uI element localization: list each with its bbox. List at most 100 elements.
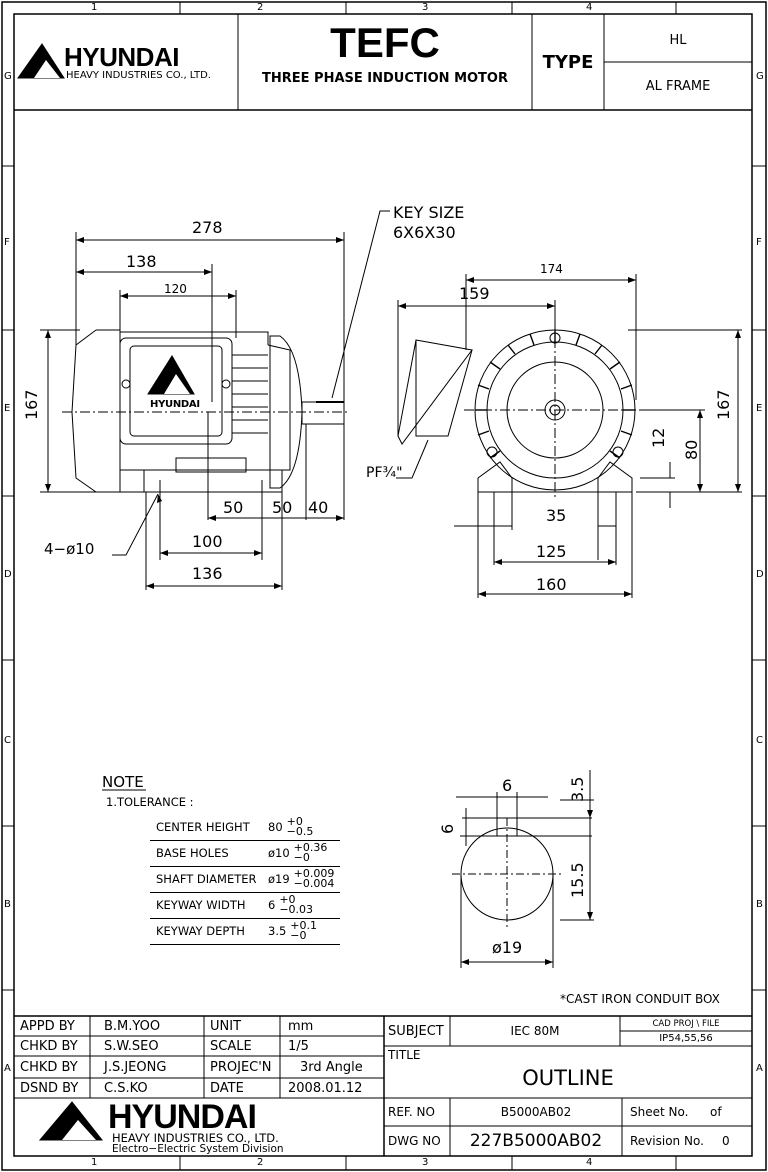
scale-value: 1/5 <box>288 1038 309 1054</box>
title-value: OUTLINE <box>522 1066 614 1090</box>
dim-50-a: 50 <box>223 498 244 517</box>
key-height-dim: 6 <box>438 823 457 834</box>
cad-proj-value: IP54,55,56 <box>659 1033 713 1044</box>
subject-value: IEC 80M <box>510 1024 560 1038</box>
dwg-no-value: 227B5000AB02 <box>469 1131 603 1151</box>
row-label-a-right: A <box>756 1063 763 1074</box>
row-label-c-right: C <box>756 735 763 746</box>
row-label-c: C <box>4 735 11 746</box>
header-brand-sub: HEAVY INDUSTRIES CO., LTD. <box>66 70 211 81</box>
dim-167-front: 167 <box>714 389 733 420</box>
col-label-4: 4 <box>586 2 593 13</box>
tolerance-plus: +0.009 <box>293 867 335 880</box>
cad-proj-label: CAD PROJ \ FILE <box>652 1018 720 1029</box>
row-label-g-right: G <box>756 71 764 82</box>
dim-12: 12 <box>649 427 668 448</box>
dim-136: 136 <box>192 564 223 583</box>
tolerance-minus: −0.5 <box>286 825 314 838</box>
base-holes-label: 4−ø10 <box>44 540 95 558</box>
tolerance-row: SHAFT DIAMETER ø19 +0.009−0.004 <box>150 866 340 893</box>
row-label-e-right: E <box>756 403 763 414</box>
type-value-1: HL <box>669 33 687 48</box>
tolerance-label: KEYWAY WIDTH <box>156 898 246 912</box>
appd-value: B.M.YOO <box>104 1018 161 1034</box>
col-label-1: 1 <box>91 2 98 13</box>
dim-40: 40 <box>308 498 329 517</box>
sheet-no-label: Sheet No. <box>630 1105 689 1119</box>
tolerance-row: BASE HOLES ø10 +0.36−0 <box>150 840 340 867</box>
dim-174: 174 <box>540 262 563 276</box>
dim-35: 35 <box>546 506 567 525</box>
tolerance-plus: +0.36 <box>293 841 328 854</box>
tolerance-row: KEYWAY WIDTH 6 +0−0.03 <box>150 892 340 919</box>
chkd1-label: CHKD BY <box>20 1038 78 1054</box>
key-size-label: KEY SIZE <box>393 203 465 222</box>
dim-167-side: 167 <box>22 389 41 420</box>
shaft-diameter-dim: ø19 <box>492 938 523 957</box>
col-label-2-bottom: 2 <box>257 1157 264 1168</box>
row-label-d-right: D <box>756 569 764 580</box>
tolerance-plus: +0 <box>286 815 303 828</box>
tolerance-minus: −0.004 <box>293 877 335 890</box>
dim-125: 125 <box>536 542 567 561</box>
ref-no-value: B5000AB02 <box>500 1105 572 1119</box>
header-title: TEFC <box>330 19 440 66</box>
title-block-brand-sub: HEAVY INDUSTRIES CO., LTD. <box>112 1131 279 1145</box>
row-label-a: A <box>4 1063 11 1074</box>
dim-80: 80 <box>682 439 701 460</box>
date-value: 2008.01.12 <box>288 1080 363 1096</box>
row-label-f: F <box>4 237 10 248</box>
shaft-to-key-dim: 15.5 <box>568 862 587 898</box>
chkd2-label: CHKD BY <box>20 1059 78 1075</box>
dim-50-b: 50 <box>272 498 293 517</box>
col-label-3-bottom: 3 <box>422 1157 429 1168</box>
appd-label: APPD BY <box>20 1018 75 1034</box>
revision-label: Revision No. <box>630 1134 704 1148</box>
ref-no-label: REF. NO <box>388 1105 435 1119</box>
chkd1-value: S.W.SEO <box>104 1038 159 1054</box>
keyway-depth-dim: 3.5 <box>568 776 587 802</box>
tolerance-value: ø10 <box>268 846 290 860</box>
title-block-brand-logo: HYUNDAI <box>108 1098 257 1136</box>
tolerance-value: ø19 <box>268 872 290 886</box>
key-size-value: 6X6X30 <box>393 223 456 242</box>
row-label-b-right: B <box>756 899 763 910</box>
tolerance-row: CENTER HEIGHT 80 +0−0.5 <box>150 814 340 841</box>
conduit-thread-label: PF¾" <box>366 465 403 481</box>
tolerance-minus: −0 <box>290 929 307 942</box>
tolerance-label: KEYWAY DEPTH <box>156 924 245 938</box>
tolerance-row: KEYWAY DEPTH 3.5 +0.1−0 <box>150 918 340 945</box>
note-tolerance: 1.TOLERANCE : <box>106 795 194 809</box>
dwg-no-label: DWG NO <box>388 1134 441 1148</box>
dsnd-value: C.S.KO <box>104 1080 148 1096</box>
row-label-g: G <box>4 71 12 82</box>
cast-iron-note: *CAST IRON CONDUIT BOX <box>560 992 720 1006</box>
tolerance-label: SHAFT DIAMETER <box>156 872 257 886</box>
date-label: DATE <box>210 1080 244 1096</box>
col-label-3: 3 <box>422 2 429 13</box>
row-label-d: D <box>4 569 12 580</box>
unit-label: UNIT <box>210 1018 242 1034</box>
tolerance-plus: +0 <box>279 893 296 906</box>
header-subtitle: THREE PHASE INDUCTION MOTOR <box>262 71 508 86</box>
tolerance-minus: −0.03 <box>279 903 314 916</box>
title-block-division: Electro−Electric System Division <box>112 1143 284 1155</box>
col-label-4-bottom: 4 <box>586 1157 593 1168</box>
subject-label: SUBJECT <box>388 1023 444 1039</box>
chkd2-value: J.S.JEONG <box>104 1059 167 1075</box>
tolerance-value: 3.5 <box>268 924 287 938</box>
dim-138: 138 <box>126 252 157 271</box>
row-label-e: E <box>4 403 11 414</box>
note-heading: NOTE <box>102 773 144 791</box>
dim-159: 159 <box>459 284 490 303</box>
tolerance-value: 6 <box>268 898 276 912</box>
keyway-width-dim: 6 <box>502 776 513 795</box>
nameplate-brand: HYUNDAI <box>150 399 200 410</box>
type-label: TYPE <box>542 52 594 73</box>
scale-label: SCALE <box>210 1038 252 1054</box>
row-label-f-right: F <box>756 237 762 248</box>
sheet-of: of <box>710 1105 722 1119</box>
tolerance-label: CENTER HEIGHT <box>156 820 250 834</box>
col-label-1-bottom: 1 <box>91 1157 98 1168</box>
